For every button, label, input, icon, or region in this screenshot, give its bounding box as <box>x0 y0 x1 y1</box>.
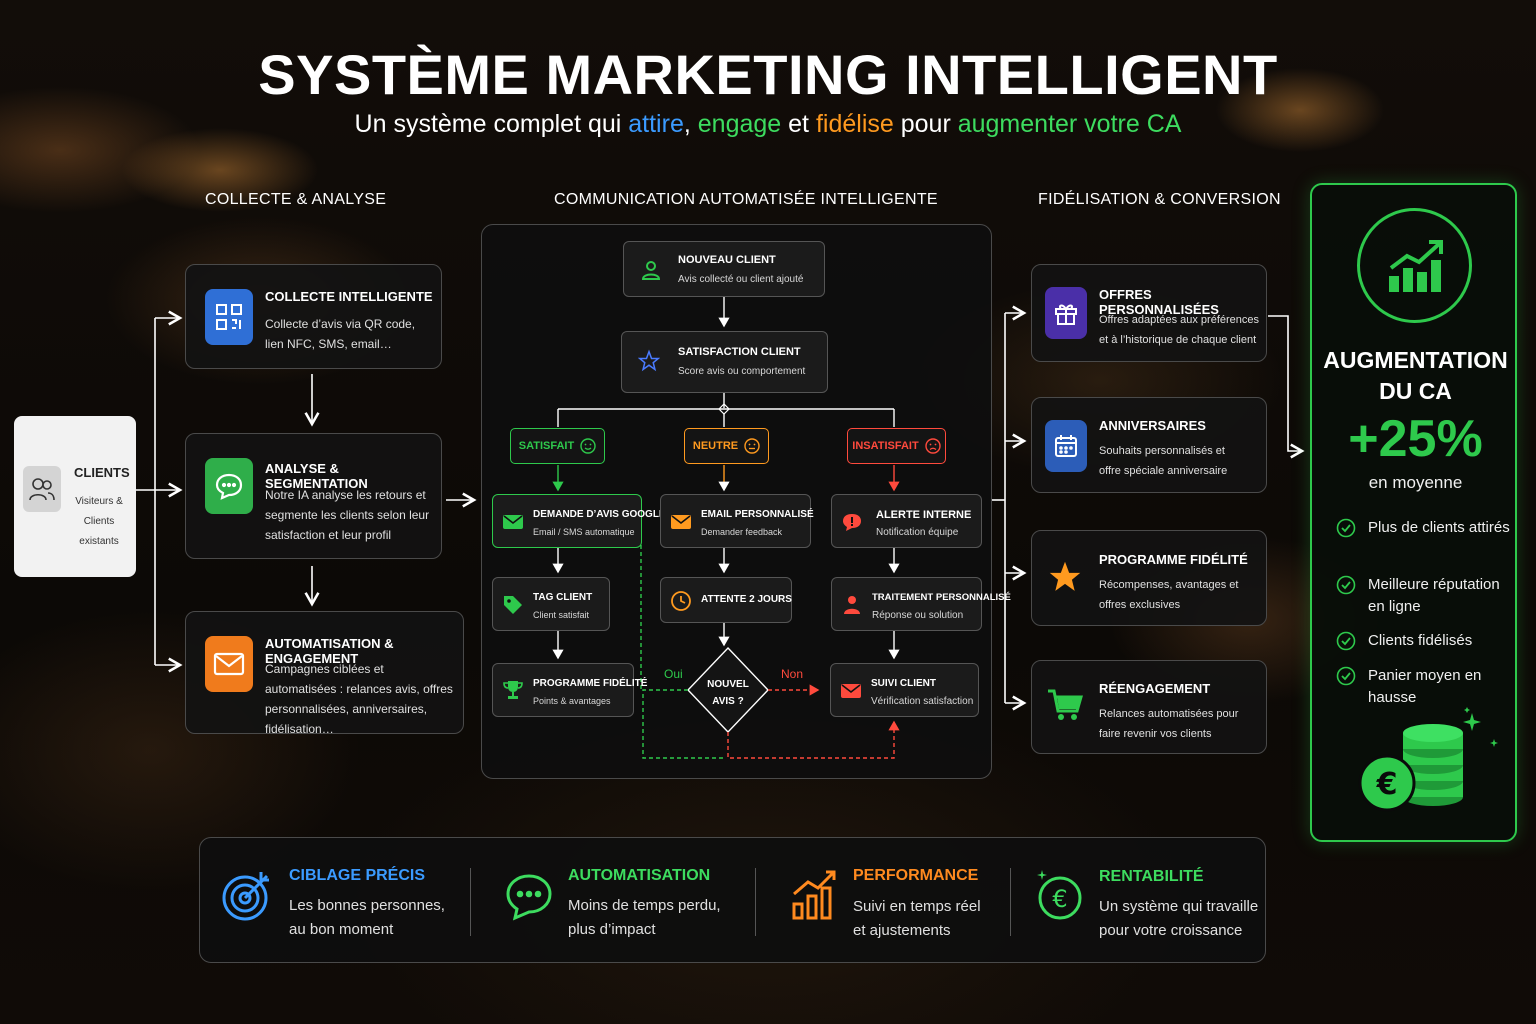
star-outline-icon <box>638 350 660 372</box>
feature-title-performance: PERFORMANCE <box>853 867 978 885</box>
envelope-icon <box>670 511 692 533</box>
flow-node-attente: ATTENTE 2 JOURS <box>660 577 792 623</box>
result-value: +25% <box>1312 409 1519 469</box>
flow-node-traitement: TRAITEMENT PERSONNALISÉ Réponse ou solut… <box>831 577 982 631</box>
smile-icon <box>580 438 596 454</box>
divider <box>1010 868 1011 936</box>
pill-satisfait: SATISFAIT <box>510 428 605 464</box>
star-icon <box>1047 559 1083 595</box>
feature-desc-automatisation: Moins de temps perdu,plus d’impact <box>568 894 721 942</box>
svg-text:€: € <box>1376 767 1398 802</box>
euro-circle-icon: € <box>1034 866 1086 922</box>
label-non: Non <box>781 667 803 681</box>
euro-coins-icon: € <box>1357 703 1507 815</box>
gift-icon <box>1045 287 1087 339</box>
flow-node-programme-fidelite: PROGRAMME FIDÉLITÉ Points & avantages <box>492 663 634 717</box>
check-circle-icon <box>1336 575 1356 595</box>
result-title: AUGMENTATION DU CA <box>1312 345 1519 407</box>
sad-face-icon <box>925 438 941 454</box>
feature-title-automatisation: AUTOMATISATION <box>568 867 710 885</box>
result-caption: en moyenne <box>1312 473 1519 493</box>
result-item: Meilleure réputation en ligne <box>1336 574 1511 618</box>
pill-insatisfait: INSATISFAIT <box>847 428 946 464</box>
divider <box>755 868 756 936</box>
feature-title-rentabilite: RENTABILITÉ <box>1099 868 1204 886</box>
check-circle-icon <box>1336 666 1356 686</box>
svg-text:€: € <box>1052 885 1067 913</box>
result-panel: AUGMENTATION DU CA +25% en moyenne Plus … <box>1310 183 1517 842</box>
cart-icon <box>1045 685 1085 725</box>
flow-node-new-client: NOUVEAU CLIENT Avis collecté ou client a… <box>623 241 825 297</box>
flow-node-email-personnalise: EMAIL PERSONNALISÉ Demander feedback <box>660 494 811 548</box>
trophy-icon <box>502 679 524 701</box>
person-icon <box>841 594 863 616</box>
flow-node-satisfaction: SATISFACTION CLIENT Score avis ou compor… <box>621 331 828 393</box>
flow-node-alerte-interne: ALERTE INTERNE Notification équipe <box>831 494 982 548</box>
user-icon <box>640 259 662 281</box>
calendar-icon <box>1045 420 1087 472</box>
pill-neutre: NEUTRE <box>684 428 769 464</box>
growth-chart-icon <box>1357 208 1472 323</box>
envelope-icon <box>840 680 862 702</box>
divider <box>470 868 471 936</box>
label-oui: Oui <box>664 667 683 681</box>
check-circle-icon <box>1336 631 1356 651</box>
result-item: Plus de clients attirés <box>1336 517 1511 539</box>
target-icon <box>221 866 277 922</box>
loyalty-card-programme: PROGRAMME FIDÉLITÉ Récompenses, avantage… <box>1031 530 1267 626</box>
envelope-icon <box>502 511 524 533</box>
flow-node-suivi-client: SUIVI CLIENT Vérification satisfaction <box>830 663 979 717</box>
decision-label: NOUVEL AVIS ? <box>698 676 758 710</box>
flow-node-tag-client: TAG CLIENT Client satisfait <box>492 577 610 631</box>
check-circle-icon <box>1336 518 1356 538</box>
alert-chat-icon <box>841 511 863 533</box>
result-item: Clients fidélisés <box>1336 630 1511 652</box>
neutral-face-icon <box>744 438 760 454</box>
loyalty-card-anniversaires: ANNIVERSAIRES Souhaits personnalisés et … <box>1031 397 1267 493</box>
feature-desc-ciblage: Les bonnes personnes,au bon moment <box>289 894 445 942</box>
feature-title-ciblage: CIBLAGE PRÉCIS <box>289 867 425 885</box>
loyalty-card-offres: OFFRES PERSONNALISÉES Offres adaptées au… <box>1031 264 1267 362</box>
flow-node-google-review: DEMANDE D’AVIS GOOGLE Email / SMS automa… <box>492 494 642 548</box>
chat-bubble-icon <box>505 872 553 922</box>
clock-icon <box>670 590 692 612</box>
loyalty-card-reengagement: RÉENGAGEMENT Relances automatisées pour … <box>1031 660 1267 754</box>
tag-icon <box>502 594 524 616</box>
performance-chart-icon <box>790 868 840 920</box>
